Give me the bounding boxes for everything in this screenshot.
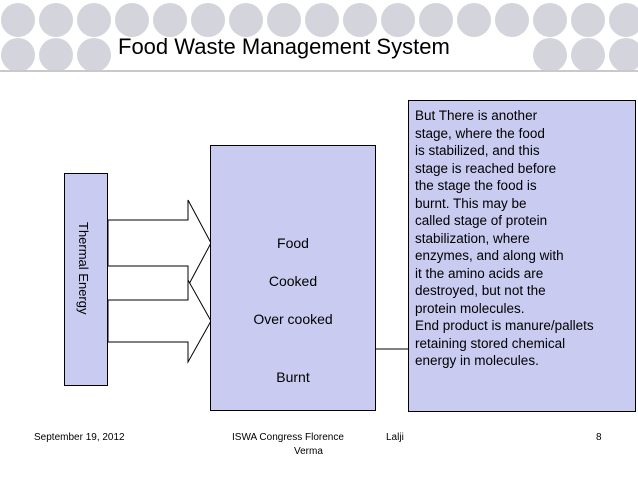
footer-author: Lalji <box>386 432 404 443</box>
thermal-energy-box <box>64 173 108 386</box>
note-box <box>408 100 636 412</box>
note-line: retaining stored chemical <box>415 335 566 351</box>
stage-over-cooked: Over cooked <box>253 311 333 327</box>
note-line: End product is manure/pallets <box>415 318 594 333</box>
footer-conference: ISWA Congress Florence <box>232 432 344 443</box>
note-line: the stage the food is <box>415 178 537 193</box>
lower-arrow <box>107 278 212 364</box>
note-line: destroyed, but not the <box>415 283 546 298</box>
footer-author-surname: Verma <box>294 446 323 457</box>
note-line: burnt. This may be <box>415 195 527 211</box>
note-line: is stabilized, and this <box>415 143 540 158</box>
footer-date: September 19, 2012 <box>34 432 125 443</box>
slide-title: Food Waste Management System <box>118 34 450 59</box>
note-line: it the amino acids are <box>415 265 544 281</box>
stage-burnt: Burnt <box>276 369 310 385</box>
note-text: But There is another stage, where the fo… <box>415 107 635 370</box>
decorative-circle-band <box>1 3 638 72</box>
note-line: stage is reached before <box>415 160 557 176</box>
note-line: But There is another <box>415 108 538 123</box>
upper-arrow <box>107 199 212 287</box>
note-line: stabilization, where <box>415 230 530 246</box>
note-line: energy in molecules. <box>415 353 539 368</box>
stage-cooked: Cooked <box>268 273 318 289</box>
note-line: protein molecules. <box>415 300 525 316</box>
thermal-energy-label: Thermal Energy <box>76 222 91 315</box>
title-divider <box>0 70 638 72</box>
note-line: enzymes, and along with <box>415 248 564 263</box>
note-line: stage, where the food <box>415 125 545 141</box>
note-line: called stage of protein <box>415 213 548 228</box>
stage-food: Food <box>277 235 309 251</box>
footer-page-number: 8 <box>596 432 602 443</box>
food-stages-box <box>210 145 376 411</box>
